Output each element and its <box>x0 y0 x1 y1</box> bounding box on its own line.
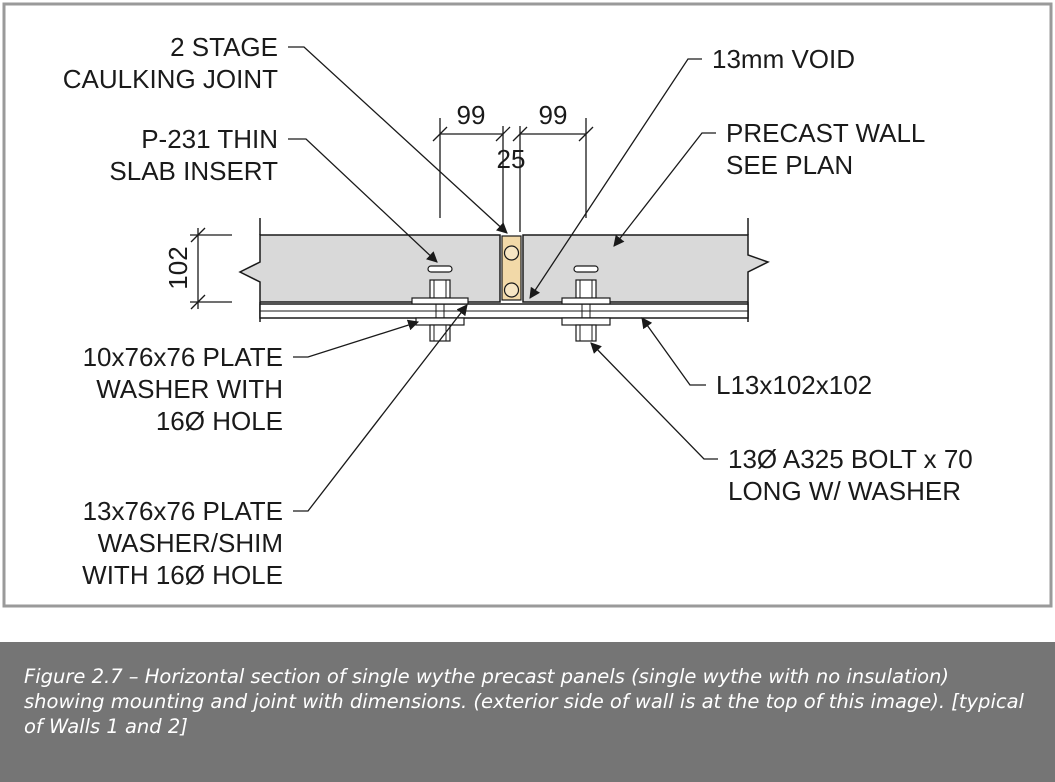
dimension-thickness-102: 102 <box>163 246 193 289</box>
backer-rod-lower <box>503 282 520 298</box>
left-precast-panel <box>238 234 501 303</box>
dimension-joint-25: 25 <box>497 144 526 174</box>
top-dimension <box>432 118 594 232</box>
label-precast-wall-line1: PRECAST WALL <box>726 118 925 148</box>
right-precast-panel <box>522 234 770 303</box>
leader-steel-angle <box>641 317 706 386</box>
label-plate13-line1: 13x76x76 PLATE <box>83 496 283 526</box>
leader-caulking-joint <box>288 46 508 234</box>
leader-plate13 <box>293 304 468 512</box>
label-plate10-line1: 10x76x76 PLATE <box>83 342 283 372</box>
backer-rod-upper <box>503 245 520 261</box>
dimension-right-99: 99 <box>539 100 568 130</box>
label-caulking-joint-line1: 2 STAGE <box>170 32 278 62</box>
label-plate13-line3: WITH 16Ø HOLE <box>82 560 283 590</box>
label-steel-angle: L13x102x102 <box>716 370 872 400</box>
leader-void <box>529 58 702 299</box>
label-slab-insert-line1: P-231 THIN <box>141 124 278 154</box>
label-precast-wall-line2: SEE PLAN <box>726 150 853 180</box>
label-plate10-line3: 16Ø HOLE <box>156 406 283 436</box>
label-caulking-joint-line2: CAULKING JOINT <box>63 64 278 94</box>
label-void: 13mm VOID <box>712 44 855 74</box>
leader-bolt <box>590 342 718 460</box>
section-drawing: 99 99 25 102 2 STAGE CAULKING JOINT P-23… <box>2 2 1053 608</box>
drawing-border <box>2 2 1053 608</box>
label-plate10-line2: WASHER WITH <box>96 374 283 404</box>
thickness-dimension <box>190 227 232 310</box>
figure-caption: Figure 2.7 – Horizontal section of singl… <box>0 642 1055 782</box>
leader-plate10 <box>293 319 420 358</box>
label-slab-insert-line2: SLAB INSERT <box>109 156 278 186</box>
caption-text: Figure 2.7 – Horizontal section of singl… <box>24 665 1024 738</box>
dimension-left-99: 99 <box>457 100 486 130</box>
leader-precast-wall <box>613 132 716 247</box>
label-plate13-line2: WASHER/SHIM <box>98 528 283 558</box>
label-bolt-line2: LONG W/ WASHER <box>728 476 961 506</box>
leader-slab-insert <box>288 138 438 263</box>
label-bolt-line1: 13Ø A325 BOLT x 70 <box>728 444 973 474</box>
right-bolt-assembly <box>561 265 611 342</box>
